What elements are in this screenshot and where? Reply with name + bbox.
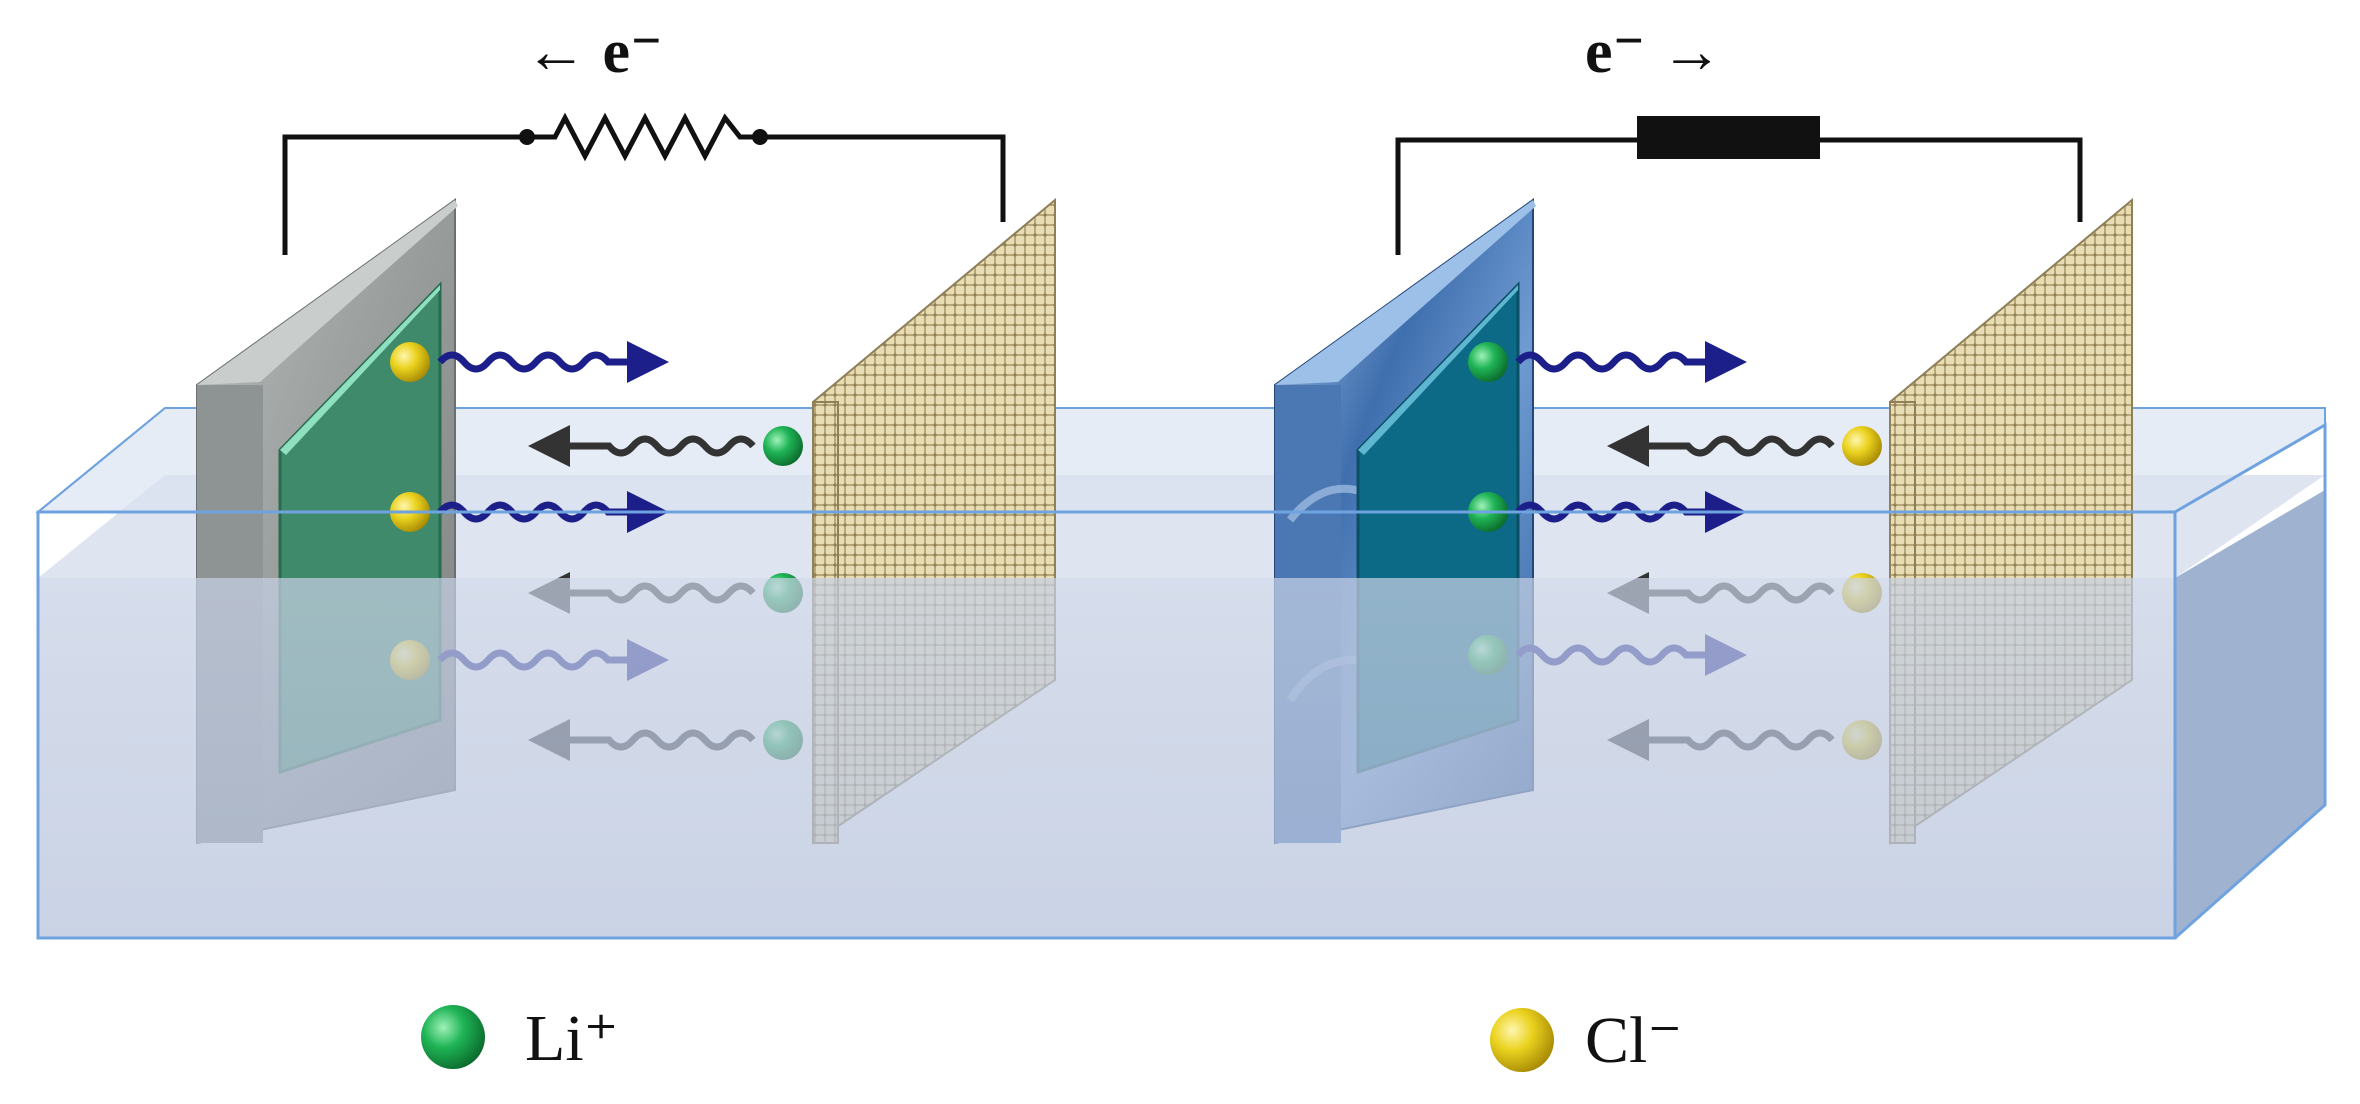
incoming-arrow — [528, 425, 756, 467]
left-circuit-wire — [282, 112, 1006, 255]
legend-label-cl: Cl⁻ — [1585, 1004, 1682, 1077]
li-ion-swatch — [421, 1005, 485, 1069]
resistor — [527, 112, 760, 162]
legend-item-li: Li⁺ — [421, 1002, 619, 1075]
electrolyte-tank-front — [36, 407, 2327, 940]
legend-item-cl: Cl⁻ — [1490, 1004, 1682, 1077]
right-circuit-wire — [1395, 137, 2083, 255]
outgoing-arrow — [1515, 341, 1747, 383]
li-ion — [1468, 342, 1508, 382]
right-electron-flow-label: e⁻ → — [1585, 18, 1723, 86]
legend: Li⁺ Cl⁻ — [421, 1002, 1682, 1077]
legend-label-li: Li⁺ — [525, 1002, 619, 1075]
cl-ion — [1842, 426, 1882, 466]
li-ion — [763, 426, 803, 466]
outgoing-arrow — [437, 341, 669, 383]
load-block — [1637, 116, 1820, 159]
left-electron-flow-label: ← e⁻ — [525, 18, 663, 86]
cl-ion-swatch — [1490, 1008, 1554, 1072]
cl-ion — [390, 342, 430, 382]
incoming-arrow — [1607, 425, 1835, 467]
